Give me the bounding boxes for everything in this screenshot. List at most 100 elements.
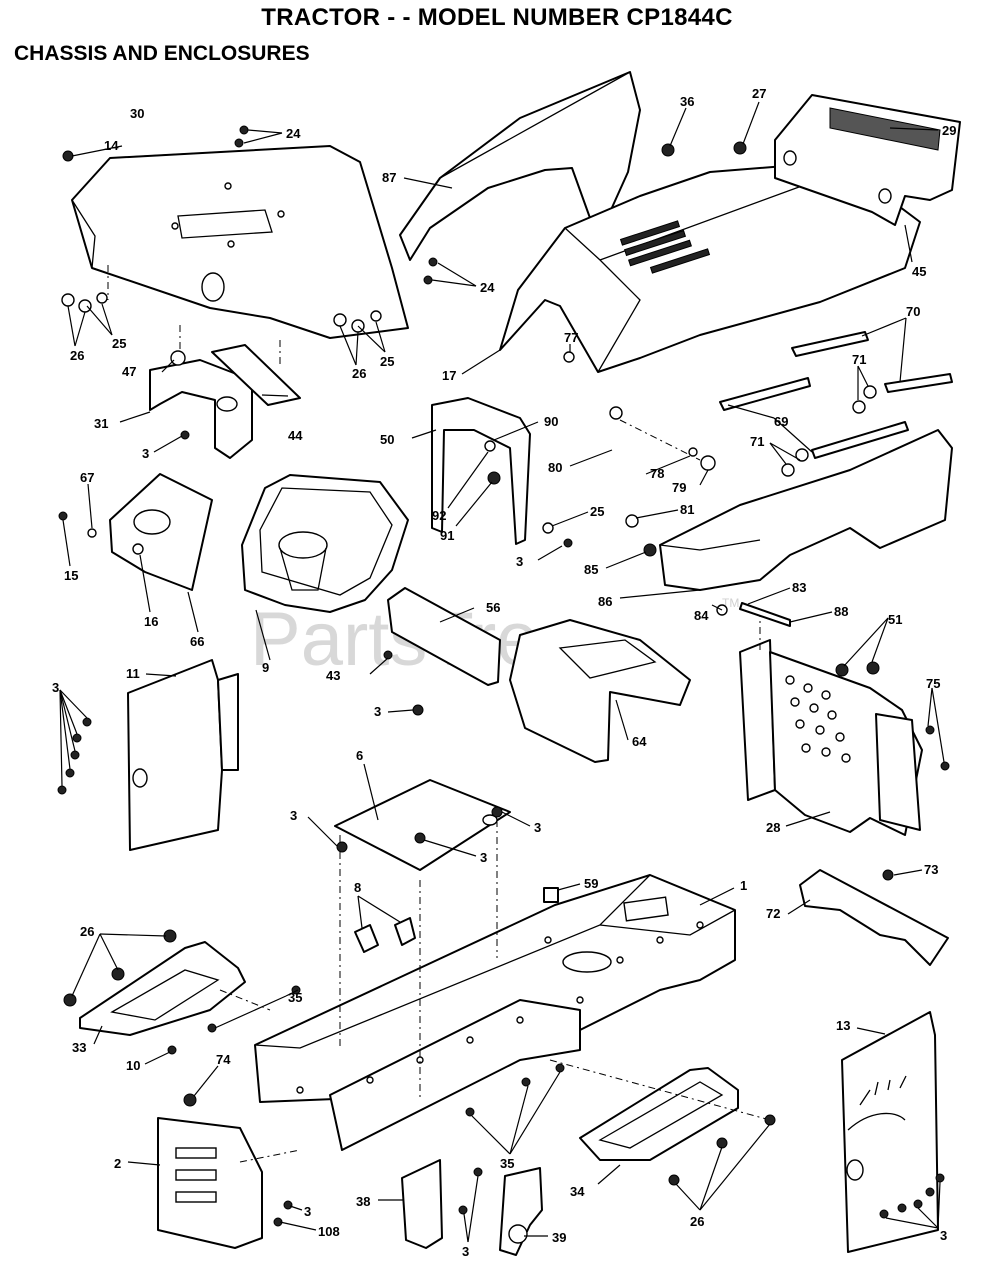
part-floor-plate <box>334 779 511 871</box>
callout-69: 69 <box>774 414 788 429</box>
callout-34: 34 <box>570 1184 585 1199</box>
callout-66: 66 <box>190 634 204 649</box>
callout-25c: 25 <box>590 504 604 519</box>
callout-14: 14 <box>104 138 119 153</box>
callout-3b: 3 <box>516 554 523 569</box>
part-side-panel-left <box>127 659 239 851</box>
callout-39: 39 <box>552 1230 566 1245</box>
part-axle-bracket <box>157 1117 263 1249</box>
callout-81: 81 <box>680 502 694 517</box>
part-main-frame <box>254 874 736 1151</box>
callout-13: 13 <box>836 1018 850 1033</box>
callout-9: 9 <box>262 660 269 675</box>
callout-56: 56 <box>486 600 500 615</box>
callout-26c: 26 <box>80 924 94 939</box>
callout-92: 92 <box>432 508 446 523</box>
part-deck-lift-bracket <box>799 869 949 966</box>
part-side-panel-right <box>841 1011 939 1253</box>
callout-35a: 35 <box>288 990 302 1005</box>
callout-3f: 3 <box>534 820 541 835</box>
callout-26d: 26 <box>690 1214 704 1229</box>
callout-24a: 24 <box>286 126 301 141</box>
callout-27: 27 <box>752 86 766 101</box>
part-steering-support <box>431 397 531 545</box>
callout-78: 78 <box>650 466 664 481</box>
callout-3h: 3 <box>304 1204 311 1219</box>
callout-83: 83 <box>792 580 806 595</box>
part-hood-brackets <box>719 331 953 459</box>
callout-2: 2 <box>114 1156 121 1171</box>
part-hood <box>499 163 921 373</box>
part-grille <box>774 94 961 226</box>
part-clips <box>354 917 416 953</box>
callout-10: 10 <box>126 1058 140 1073</box>
page-title: TRACTOR - - MODEL NUMBER CP1844C <box>261 4 733 31</box>
callout-47: 47 <box>122 364 136 379</box>
part-dash-console <box>241 474 409 613</box>
callout-25b: 25 <box>380 354 394 369</box>
callout-84: 84 <box>694 608 709 623</box>
callout-26b: 26 <box>352 366 366 381</box>
callout-71a: 71 <box>852 352 866 367</box>
callout-86: 86 <box>598 594 612 609</box>
callout-43: 43 <box>326 668 340 683</box>
callout-33: 33 <box>72 1040 86 1055</box>
callout-1: 1 <box>740 878 747 893</box>
callout-71b: 71 <box>750 434 764 449</box>
callout-72: 72 <box>766 906 780 921</box>
part-footrest-right <box>579 1067 739 1161</box>
callout-25a: 25 <box>112 336 126 351</box>
callout-64: 64 <box>632 734 647 749</box>
callout-50: 50 <box>380 432 394 447</box>
part-front-frame <box>739 639 923 836</box>
callout-11: 11 <box>126 666 140 681</box>
callout-59: 59 <box>584 876 598 891</box>
part-bracket-38 <box>401 1159 443 1249</box>
callout-3i: 3 <box>462 1244 469 1259</box>
callout-73: 73 <box>924 862 938 877</box>
leader-lines <box>59 101 945 1243</box>
callout-80: 80 <box>548 460 562 475</box>
section-subtitle: CHASSIS AND ENCLOSURES <box>14 42 310 65</box>
callout-35b: 35 <box>500 1156 514 1171</box>
callout-labels: 30 14 24 36 27 29 87 24 45 26 25 26 25 1… <box>52 86 956 1259</box>
callout-6: 6 <box>356 748 363 763</box>
assembly-lines <box>107 265 771 1163</box>
callout-29: 29 <box>942 123 956 138</box>
callout-3e: 3 <box>290 808 297 823</box>
part-footrest-left <box>79 941 246 1036</box>
callout-88: 88 <box>834 604 848 619</box>
callout-8: 8 <box>354 880 361 895</box>
callout-90: 90 <box>544 414 558 429</box>
callout-79: 79 <box>672 480 686 495</box>
callout-75: 75 <box>926 676 940 691</box>
part-switch-plate <box>211 344 301 406</box>
callout-67: 67 <box>80 470 94 485</box>
hardware <box>57 125 950 1227</box>
callout-74: 74 <box>216 1052 231 1067</box>
part-bracket-39 <box>499 1167 543 1256</box>
callout-3g: 3 <box>480 850 487 865</box>
part-pedestal-support <box>509 619 691 763</box>
part-steering-bracket <box>387 587 501 686</box>
callout-108: 108 <box>318 1224 340 1239</box>
callout-16: 16 <box>144 614 158 629</box>
callout-30: 30 <box>130 106 144 121</box>
callout-3a: 3 <box>142 446 149 461</box>
callout-85: 85 <box>584 562 598 577</box>
callout-3c: 3 <box>52 680 59 695</box>
part-dash-panel-cover <box>71 145 409 339</box>
callout-31: 31 <box>94 416 108 431</box>
callout-3d: 3 <box>374 704 381 719</box>
callout-87: 87 <box>382 170 396 185</box>
callout-24b: 24 <box>480 280 495 295</box>
part-cover-plate <box>109 473 213 591</box>
callout-45: 45 <box>912 264 926 279</box>
callout-77: 77 <box>564 330 578 345</box>
callout-44: 44 <box>288 428 303 443</box>
callout-70: 70 <box>906 304 920 319</box>
callout-51: 51 <box>888 612 902 627</box>
callout-91: 91 <box>440 528 454 543</box>
callout-36: 36 <box>680 94 694 109</box>
